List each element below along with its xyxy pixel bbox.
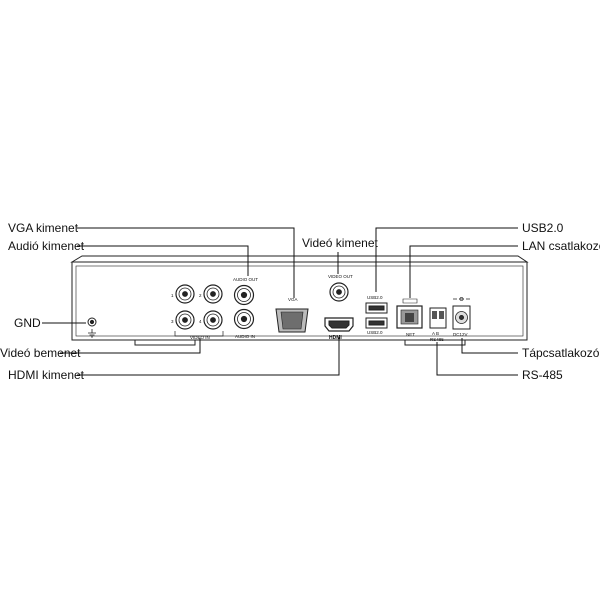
power-dc-jack [452, 297, 471, 330]
video-out-bnc-connector [329, 282, 349, 302]
leader-power [461, 338, 518, 354]
rs485-panel-label: RS485 [430, 337, 444, 342]
leader-lan [409, 245, 518, 298]
device-body [70, 255, 529, 346]
callout-usb: USB2.0 [522, 221, 564, 235]
leader-rs485 [436, 342, 518, 376]
leader-video-in [60, 338, 201, 354]
hdmi-panel-label: HDMI [329, 335, 342, 341]
audio-out-panel-label: AUDIO OUT [233, 277, 258, 282]
leader-lines [42, 227, 518, 376]
rs485-terminal-block [429, 307, 447, 329]
callout-hdmi-out: HDMI kimenet [8, 368, 85, 382]
channel-label-4: 4 [199, 319, 202, 324]
leader-vga [77, 227, 295, 298]
hdmi-port [324, 317, 354, 332]
callout-vga-out: VGA kimenet [8, 221, 79, 235]
channel-label-2: 2 [199, 293, 202, 298]
usb-bottom-panel-label: USB2.0 [367, 330, 383, 335]
leader-usb [375, 227, 518, 292]
video-in-bnc-group [174, 284, 224, 337]
callout-audio-out: Audió kimenet [8, 239, 85, 253]
bnc-connector-ch3 [175, 310, 195, 330]
channel-label-3: 3 [171, 319, 174, 324]
callout-gnd: GND [14, 316, 41, 330]
leader-hdmi [77, 337, 340, 376]
callout-power: Tápcsatlakozó [522, 346, 600, 360]
leader-audio-out [77, 245, 249, 276]
video-in-panel-label: VIDEO IN [190, 335, 210, 340]
usb-ports [365, 302, 388, 329]
bnc-connector-ch1 [175, 284, 195, 304]
audio-in-rca-jack [233, 308, 255, 330]
audio-rca-group [233, 284, 255, 330]
channel-label-1: 1 [171, 293, 174, 298]
callout-lan: LAN csatlakozó [522, 239, 600, 253]
vga-port [275, 308, 309, 333]
vga-panel-label: VGA [288, 297, 298, 302]
lan-panel-label: NET [406, 332, 415, 337]
audio-in-panel-label: AUDIO IN [235, 334, 255, 339]
callout-rs485: RS-485 [522, 368, 563, 382]
video-out-panel-label: VIDEO OUT [328, 274, 353, 279]
callout-video-out: Videó kimenet [302, 236, 378, 250]
audio-out-rca-jack [233, 284, 255, 306]
rs485-ab-panel-label: A B [432, 331, 439, 336]
callout-video-in: Videó bemenet [0, 346, 81, 360]
gnd-terminal [87, 317, 97, 338]
power-panel-label: DC12V [453, 332, 468, 337]
bnc-connector-ch2 [203, 284, 223, 304]
lan-rj45-port [396, 298, 423, 329]
usb-top-panel-label: USB2.0 [367, 295, 383, 300]
bnc-connector-ch4 [203, 310, 223, 330]
